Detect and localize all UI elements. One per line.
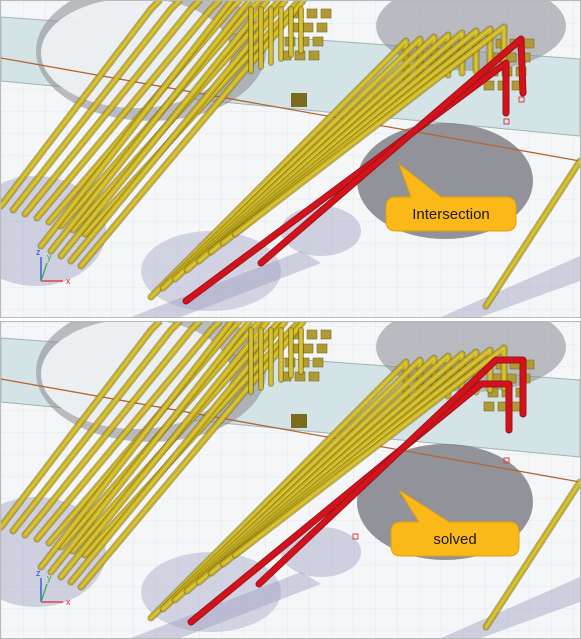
callout-text: solved bbox=[433, 531, 476, 548]
xyz-axis-triad-icon: x z y bbox=[36, 568, 71, 607]
square-pad bbox=[483, 80, 495, 91]
callout-intersection: Intersection bbox=[385, 162, 517, 232]
callout-solved: solved bbox=[390, 489, 520, 557]
square-pad bbox=[302, 22, 314, 33]
gold-wire-highlight bbox=[485, 481, 580, 628]
gold-wire-highlight bbox=[80, 322, 304, 588]
svg-text:y: y bbox=[47, 573, 52, 583]
gold-wire-highlight bbox=[36, 322, 220, 540]
gold-wire-highlight bbox=[48, 322, 240, 544]
red-wire bbox=[188, 381, 512, 625]
square-pad bbox=[523, 38, 535, 49]
gold-wire-highlight bbox=[36, 1, 220, 219]
square-pad bbox=[320, 329, 332, 340]
square-pad bbox=[302, 343, 314, 354]
gold-wire-highlight bbox=[1, 322, 160, 528]
red-wire bbox=[256, 357, 526, 587]
square-pad bbox=[306, 329, 318, 340]
gold-wire-highlight bbox=[40, 322, 232, 568]
gold-wire-highlight bbox=[1, 1, 160, 207]
gold-wire-highlight bbox=[50, 322, 250, 573]
callout-bubble bbox=[385, 162, 517, 232]
svg-text:x: x bbox=[66, 276, 71, 286]
svg-text:z: z bbox=[36, 568, 41, 578]
square-pad bbox=[316, 22, 328, 33]
square-pad bbox=[483, 401, 495, 412]
svg-text:y: y bbox=[47, 252, 52, 262]
square-pad bbox=[312, 357, 324, 368]
red-wire bbox=[258, 36, 526, 266]
viewport-top[interactable]: Intersection x z y bbox=[0, 0, 581, 318]
viewport-bottom[interactable]: solved x z y bbox=[0, 321, 581, 639]
gold-wire-highlight bbox=[234, 347, 505, 556]
gold-wire-highlight bbox=[12, 1, 180, 211]
gold-wire-highlight bbox=[24, 1, 200, 215]
gold-wires[interactable] bbox=[1, 322, 580, 631]
gold-wire-highlight bbox=[80, 1, 304, 267]
gold-wire-highlight bbox=[48, 1, 240, 223]
svg-text:z: z bbox=[36, 247, 41, 257]
square-pad bbox=[308, 371, 320, 382]
square-pad bbox=[312, 36, 324, 47]
svg-text:x: x bbox=[66, 597, 71, 607]
callout-text: Intersection bbox=[412, 206, 490, 223]
gold-wire-highlight bbox=[60, 1, 268, 257]
square-pad bbox=[320, 8, 332, 19]
gold-wire-highlight bbox=[60, 322, 268, 578]
gold-wire-highlight bbox=[40, 1, 232, 247]
viewport-divider bbox=[0, 318, 581, 321]
gold-wire-highlight bbox=[12, 322, 180, 532]
square-pad bbox=[316, 343, 328, 354]
callout-bubble bbox=[390, 489, 520, 557]
gold-wire-highlight bbox=[24, 322, 200, 536]
square-pad bbox=[308, 50, 320, 61]
red-wires[interactable] bbox=[182, 35, 527, 305]
red-wire bbox=[183, 60, 509, 304]
red-wires[interactable] bbox=[187, 356, 527, 626]
square-pad bbox=[306, 8, 318, 19]
scene-top[interactable]: Intersection x z y bbox=[1, 1, 580, 317]
gold-wire-highlight bbox=[485, 160, 580, 307]
scene-bottom[interactable]: solved x z y bbox=[1, 322, 580, 638]
xyz-axis-triad-icon: x z y bbox=[36, 247, 71, 286]
gold-wire-highlight bbox=[50, 1, 250, 252]
